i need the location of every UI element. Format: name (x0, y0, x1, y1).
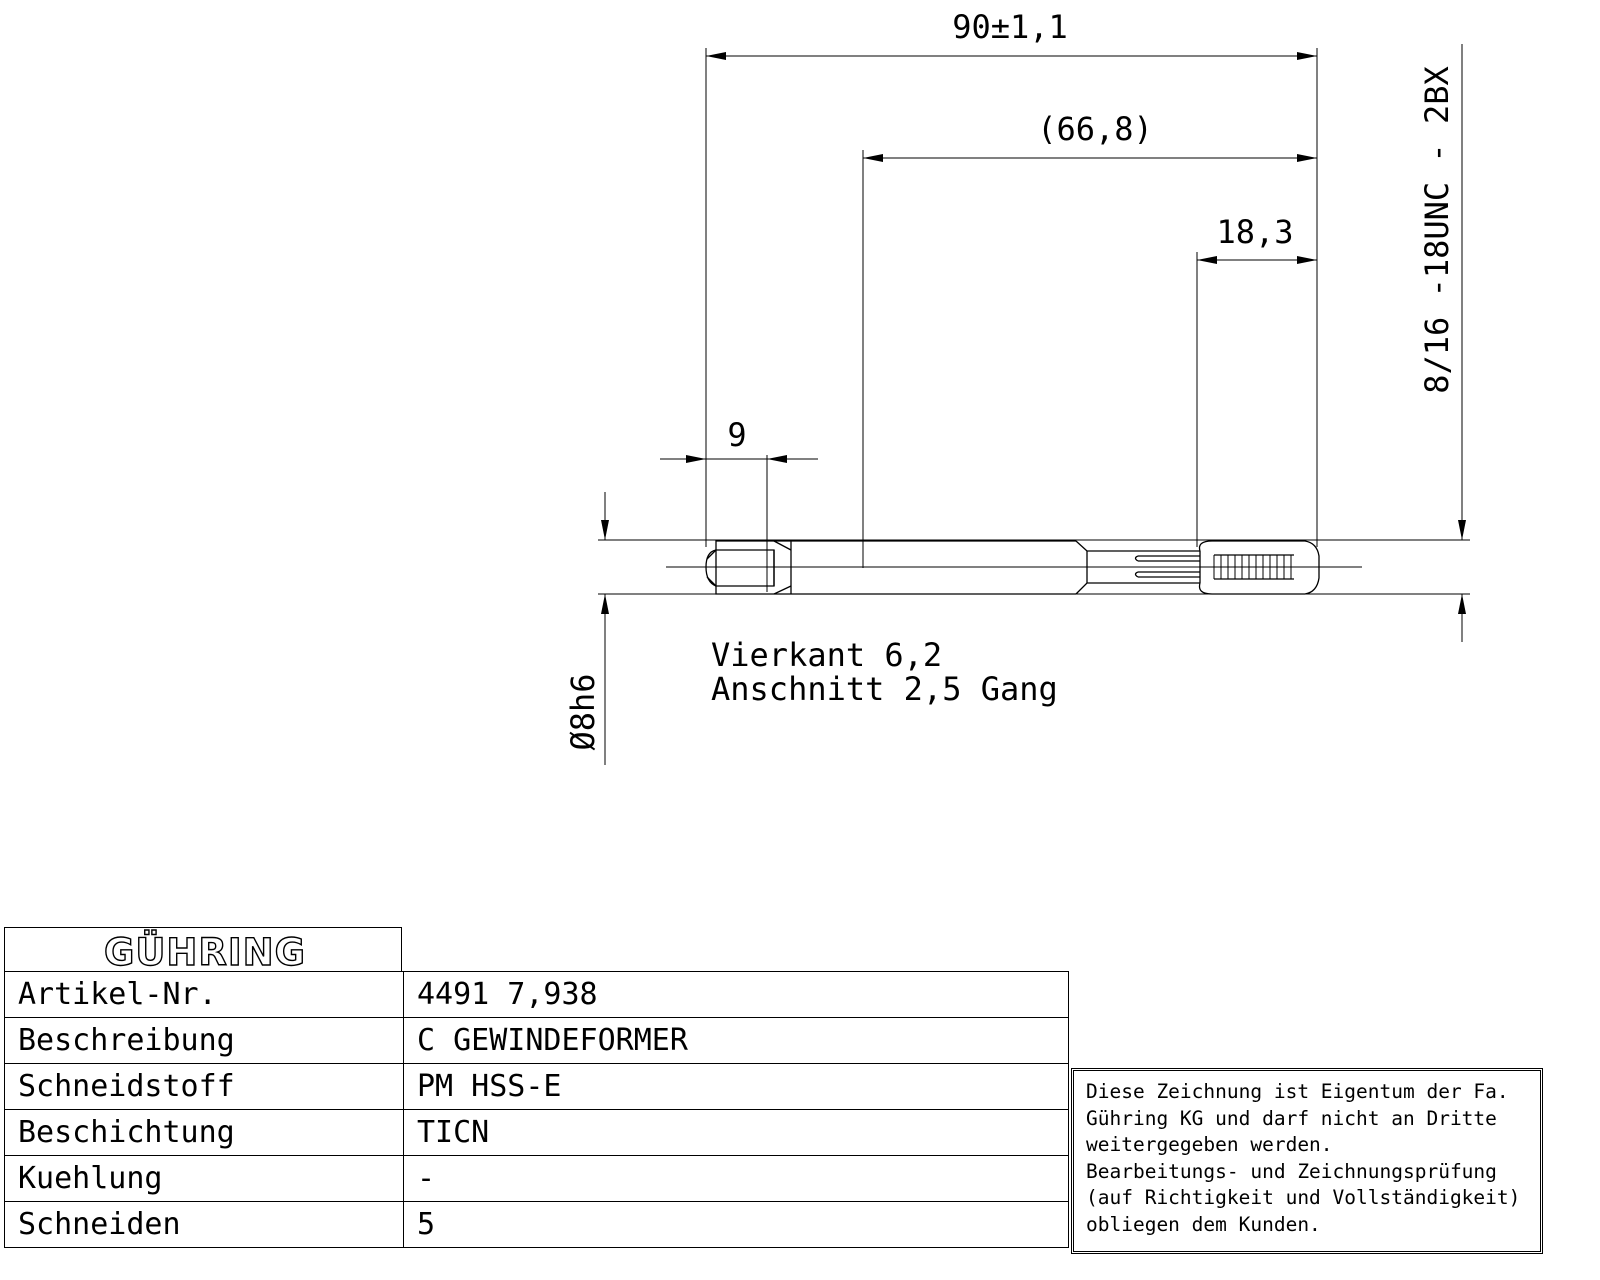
guehring-logo: GÜHRING (103, 929, 306, 974)
table-row: Beschichtung TICN (4, 1109, 1069, 1156)
chamfer-note: Anschnitt 2,5 Gang (711, 670, 1058, 708)
value-beschreibung: C GEWINDEFORMER (403, 1017, 1069, 1064)
square-length-label: 9 (727, 416, 746, 454)
label-schneiden: Schneiden (4, 1201, 404, 1248)
dimension-thread-length: 18,3 (1196, 213, 1317, 547)
brand-logo-text: GÜHRING (104, 930, 306, 973)
brand-logo-cell: GÜHRING (4, 927, 402, 975)
value-schneiden: 5 (403, 1201, 1069, 1248)
table-row: Beschreibung C GEWINDEFORMER (4, 1017, 1069, 1064)
table-row: Artikel-Nr. 4491 7,938 (4, 971, 1069, 1018)
tap-tool-outline (666, 540, 1362, 595)
dimension-shank-diameter: Ø8h6 (564, 492, 1470, 765)
dimension-shank-to-tip: (66,8) (862, 110, 1317, 568)
shank-diameter-label: Ø8h6 (564, 673, 602, 750)
notice-line: Diese Zeichnung ist Eigentum der Fa. (1086, 1080, 1509, 1103)
label-kuehlung: Kuehlung (4, 1155, 404, 1202)
table-row: Kuehlung - (4, 1155, 1069, 1202)
thread-length-label: 18,3 (1216, 213, 1293, 251)
table-row: Schneiden 5 (4, 1201, 1069, 1248)
notice-line: Bearbeitungs- und Zeichnungsprüfung (1086, 1159, 1497, 1183)
table-row: Schneidstoff PM HSS-E (4, 1063, 1069, 1110)
notice-line: Gühring KG und darf nicht an Dritte (1086, 1106, 1497, 1130)
value-beschichtung: TICN (403, 1109, 1069, 1156)
value-artikel-nr: 4491 7,938 (403, 971, 1069, 1018)
dimension-square-length: 9 (660, 416, 818, 592)
notice-line: (auf Richtigkeit und Vollständigkeit) (1086, 1186, 1521, 1209)
label-artikel-nr: Artikel-Nr. (4, 971, 404, 1018)
ownership-notice: Diese Zeichnung ist Eigentum der Fa. Gühr… (1071, 1068, 1543, 1254)
label-schneidstoff: Schneidstoff (4, 1063, 404, 1110)
thread-flanks (1213, 555, 1292, 579)
label-beschreibung: Beschreibung (4, 1017, 404, 1064)
thread-spec-label: 8/16 -18UNC - 2BX (1418, 66, 1456, 394)
shank-to-tip-label: (66,8) (1037, 110, 1153, 148)
value-kuehlung: - (403, 1155, 1069, 1202)
dimension-thread-spec: 8/16 -18UNC - 2BX (1418, 44, 1466, 642)
square-note: Vierkant 6,2 (711, 636, 942, 674)
dimension-overall-length: 90±1,1 (705, 8, 1318, 547)
article-info-table: Artikel-Nr. 4491 7,938 Beschreibung C GE… (4, 971, 1069, 1248)
notice-line: weitergegeben werden. (1086, 1133, 1333, 1156)
value-schneidstoff: PM HSS-E (403, 1063, 1069, 1110)
notice-line: obliegen dem Kunden. (1086, 1212, 1321, 1236)
overall-length-label: 90±1,1 (952, 8, 1068, 46)
label-beschichtung: Beschichtung (4, 1109, 404, 1156)
